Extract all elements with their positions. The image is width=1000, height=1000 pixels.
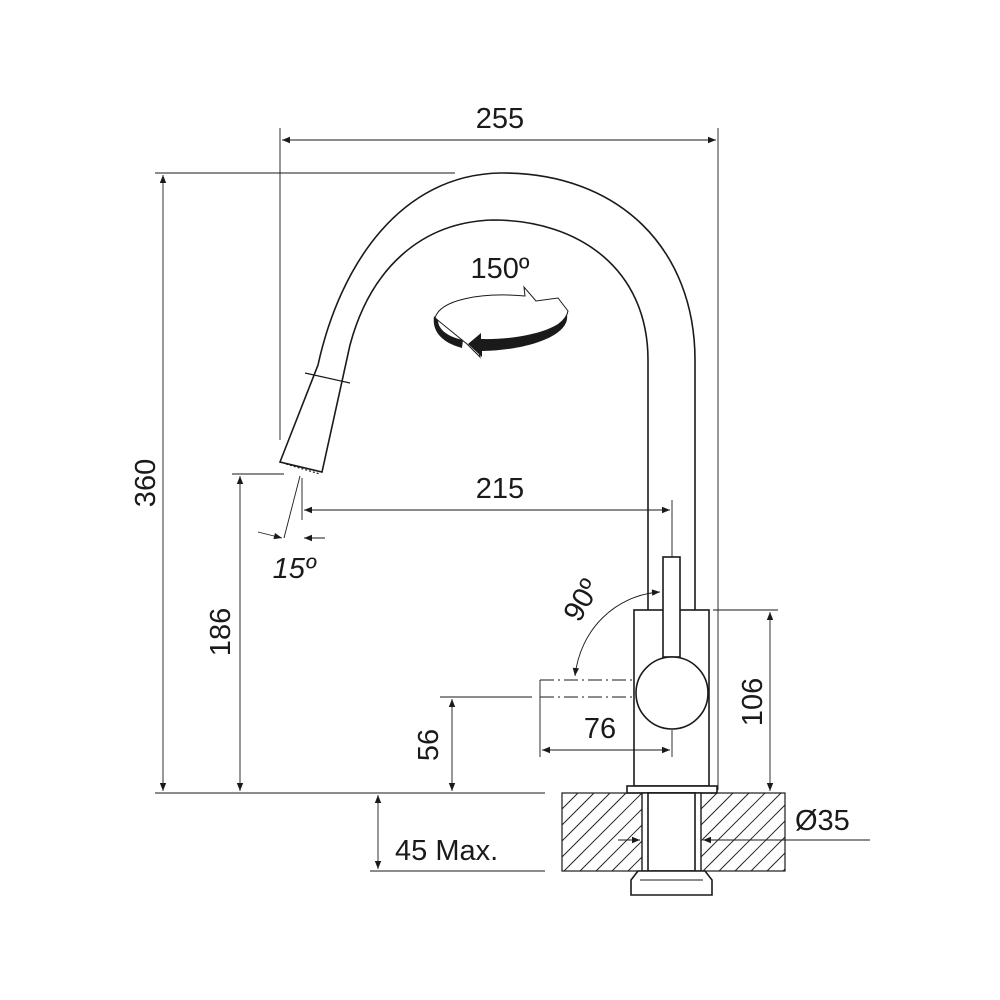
height-label: 360 bbox=[130, 459, 162, 507]
reach-label: 215 bbox=[476, 473, 524, 505]
clearance-dimension: 186 bbox=[205, 473, 284, 791]
spray-angle: 15º bbox=[257, 475, 325, 585]
hatch-line bbox=[561, 792, 579, 810]
hatch-line bbox=[561, 792, 611, 842]
rotation-indicator: 150º bbox=[433, 253, 569, 359]
hatch-line bbox=[766, 852, 786, 872]
hatch-line bbox=[782, 868, 786, 872]
hatch-line bbox=[563, 792, 643, 872]
width-dimension: 255 bbox=[279, 103, 719, 790]
body-height-label: 106 bbox=[737, 678, 769, 726]
lever-height-label: 56 bbox=[413, 729, 445, 761]
hatch-line bbox=[718, 804, 786, 872]
hole-diameter-label: Ø35 bbox=[795, 805, 850, 837]
reach-dimension: 215 bbox=[301, 473, 673, 560]
width-label: 255 bbox=[476, 103, 524, 135]
hole-diameter-dimension: Ø35 bbox=[618, 805, 870, 844]
max-thickness-dimension: 45 Max. bbox=[370, 795, 545, 872]
lever-length-label: 76 bbox=[584, 713, 616, 745]
hatch-line bbox=[700, 792, 718, 810]
hatch-line bbox=[700, 792, 766, 858]
body-height-dimension: 106 bbox=[713, 609, 778, 791]
hatch-line bbox=[611, 840, 643, 872]
height-dimension: 360 bbox=[130, 172, 545, 794]
hatch-line bbox=[561, 792, 627, 858]
lever-angle-label: 90º bbox=[558, 574, 607, 627]
hatch-line bbox=[702, 792, 782, 872]
hatch-line bbox=[595, 824, 643, 872]
swivel-angle-label: 150º bbox=[471, 253, 530, 285]
hatch-line bbox=[750, 836, 786, 872]
hatch-line bbox=[734, 820, 786, 872]
hatch-line bbox=[700, 792, 750, 842]
hatch-line bbox=[579, 808, 643, 872]
max-thickness-label: 45 Max. bbox=[395, 835, 498, 867]
hatch-line bbox=[700, 792, 734, 826]
spray-angle-label: 15º bbox=[273, 553, 317, 585]
hatch-line bbox=[627, 856, 643, 872]
clearance-label: 186 bbox=[205, 608, 237, 656]
rotation-arrow-icon bbox=[433, 285, 569, 359]
spout bbox=[278, 172, 696, 613]
lever-height-dimension: 56 bbox=[413, 696, 532, 791]
countertop-section bbox=[561, 792, 786, 896]
hatch-line bbox=[561, 792, 595, 826]
